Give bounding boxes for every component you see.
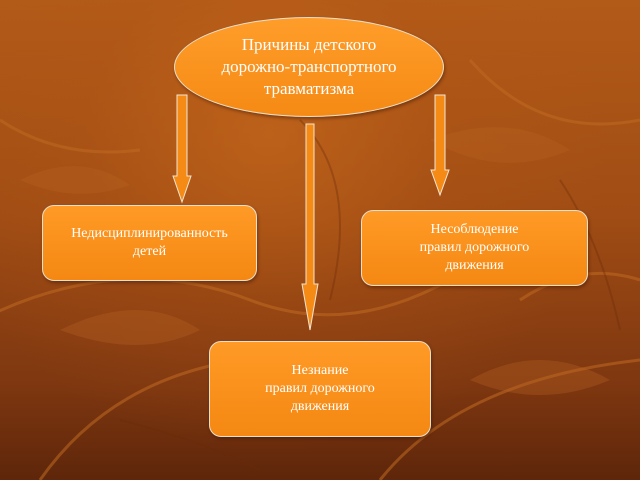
cause-box-indiscipline: Недисциплинированность детей bbox=[42, 205, 257, 281]
cause-label-indiscipline: Недисциплинированность детей bbox=[71, 226, 228, 259]
root-node-label: Причины детского дорожно-транспортного т… bbox=[221, 35, 397, 98]
root-node-ellipse: Причины детского дорожно-транспортного т… bbox=[174, 17, 444, 117]
cause-label-noncompliance: Несоблюдение правил дорожного движения bbox=[419, 222, 530, 273]
cause-box-ignorance: Незнание правил дорожного движения bbox=[209, 341, 431, 437]
cause-box-noncompliance: Несоблюдение правил дорожного движения bbox=[361, 210, 588, 286]
cause-label-ignorance: Незнание правил дорожного движения bbox=[265, 363, 375, 414]
